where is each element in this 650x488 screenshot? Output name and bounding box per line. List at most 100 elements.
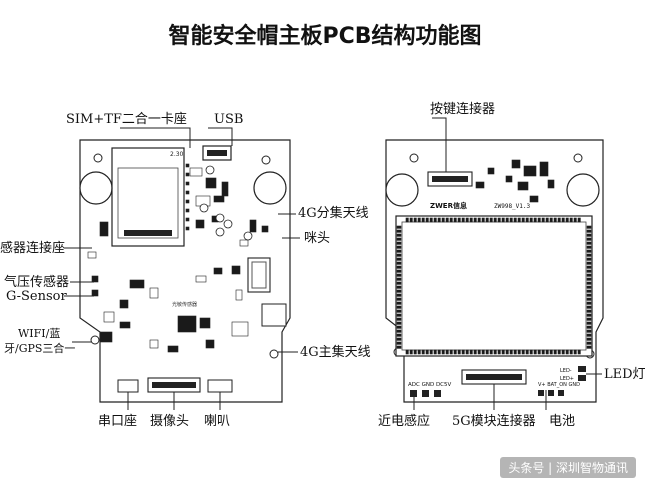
pad-53 [509, 349, 513, 355]
pad-145 [586, 337, 592, 341]
model-silk: ZW998_V1.3 [494, 203, 531, 210]
pad-27 [457, 349, 461, 355]
smd-part-5 [99, 221, 109, 237]
label-battery: 电池 [549, 414, 576, 429]
pad-140 [396, 329, 402, 333]
pad-100 [396, 249, 402, 253]
pad-95 [586, 237, 592, 241]
pad-50 [505, 217, 509, 223]
pad-26 [457, 217, 461, 223]
pad-129 [586, 305, 592, 309]
pad-86 [577, 217, 581, 223]
led-pad-plus [578, 375, 586, 381]
pad-69 [541, 349, 545, 355]
pad-107 [586, 261, 592, 265]
left-small-hole-4 [269, 349, 279, 359]
pad-1 [405, 349, 409, 355]
pad-51 [505, 349, 509, 355]
module-4g-inner [251, 261, 267, 289]
pad-80 [565, 217, 569, 223]
pad-105 [586, 257, 592, 261]
pad-127 [586, 301, 592, 305]
module-5g-pads [396, 217, 592, 355]
right-smd-7 [547, 179, 555, 189]
pad-39 [481, 349, 485, 355]
pad-71 [545, 349, 549, 355]
pad-118 [396, 285, 402, 289]
pad-143 [586, 333, 592, 337]
right-smd-3 [505, 175, 513, 183]
pad-70 [545, 217, 549, 223]
left-mount-hole-right [253, 171, 287, 205]
label-pressure-sensor: 气压传感器 [4, 275, 70, 290]
smd-part-11 [129, 279, 145, 289]
pad-83 [569, 349, 573, 355]
right-small-hole-2 [573, 153, 583, 163]
pad-21 [445, 349, 449, 355]
pad-97 [586, 241, 592, 245]
pad-8 [421, 217, 425, 223]
pad-73 [549, 349, 553, 355]
left-small-hole-3 [90, 335, 100, 345]
sim-tf-pin-row [124, 230, 172, 236]
pad-11 [425, 349, 429, 355]
pad-0 [405, 217, 409, 223]
label-wifi-line1: WIFI/蓝 [18, 327, 61, 340]
module-4g-socket [247, 257, 271, 293]
pad-111 [586, 269, 592, 273]
pad-3 [409, 349, 413, 355]
label-5g-connector: 5G模块连接器 [452, 414, 536, 429]
pad-149 [586, 345, 592, 349]
pad-132 [396, 313, 402, 317]
label-sensor-connector: 感器连接座 [0, 241, 66, 256]
pad-82 [569, 217, 573, 223]
pad-28 [461, 217, 465, 223]
label-led: LED灯 [604, 367, 646, 382]
pad-98 [396, 245, 402, 249]
testpoint-7 [185, 226, 190, 231]
pad-79 [561, 349, 565, 355]
pad-14 [433, 217, 437, 223]
label-key-connector: 按键连接器 [430, 102, 496, 117]
smd-part-25 [249, 219, 257, 233]
pad-106 [396, 261, 402, 265]
pad-112 [396, 273, 402, 277]
pad-133 [586, 313, 592, 317]
pad-96 [396, 241, 402, 245]
led-plus-silk: LED+ [560, 376, 574, 382]
testpoint-5 [185, 208, 190, 213]
pad-22 [449, 217, 453, 223]
leader-key-connector [432, 117, 447, 172]
page-title: 智能安全帽主板PCB结构功能图 [168, 24, 482, 49]
left-small-hole-1 [93, 153, 103, 163]
smd-part-12 [149, 287, 159, 299]
smd-part-13 [177, 315, 197, 333]
left-mount-hole-left [79, 171, 113, 205]
adc-silk: ADC GND DC5V [408, 382, 452, 388]
module-5g-inner [401, 221, 587, 351]
pad-88 [396, 225, 402, 229]
left-board-components [87, 163, 269, 353]
pad-66 [537, 217, 541, 223]
pad-35 [473, 349, 477, 355]
pad-138 [396, 325, 402, 329]
pad-130 [396, 309, 402, 313]
testpoint-2 [185, 181, 190, 186]
key-connector-pins [432, 176, 468, 182]
pad-137 [586, 321, 592, 325]
watermark: 头条号 | 深圳智物通讯 [500, 457, 636, 478]
right-smd-0 [511, 159, 521, 169]
pad-41 [485, 349, 489, 355]
pad-99 [586, 245, 592, 249]
pad-128 [396, 305, 402, 309]
smd-part-26 [261, 225, 269, 233]
pad-148 [396, 345, 402, 349]
pad-12 [429, 217, 433, 223]
pad-81 [565, 349, 569, 355]
pad-2 [409, 217, 413, 223]
leader-sim-tf [120, 127, 191, 148]
testpoint-0 [185, 163, 190, 168]
capacitor-0 [215, 213, 225, 223]
pad-55 [513, 349, 517, 355]
